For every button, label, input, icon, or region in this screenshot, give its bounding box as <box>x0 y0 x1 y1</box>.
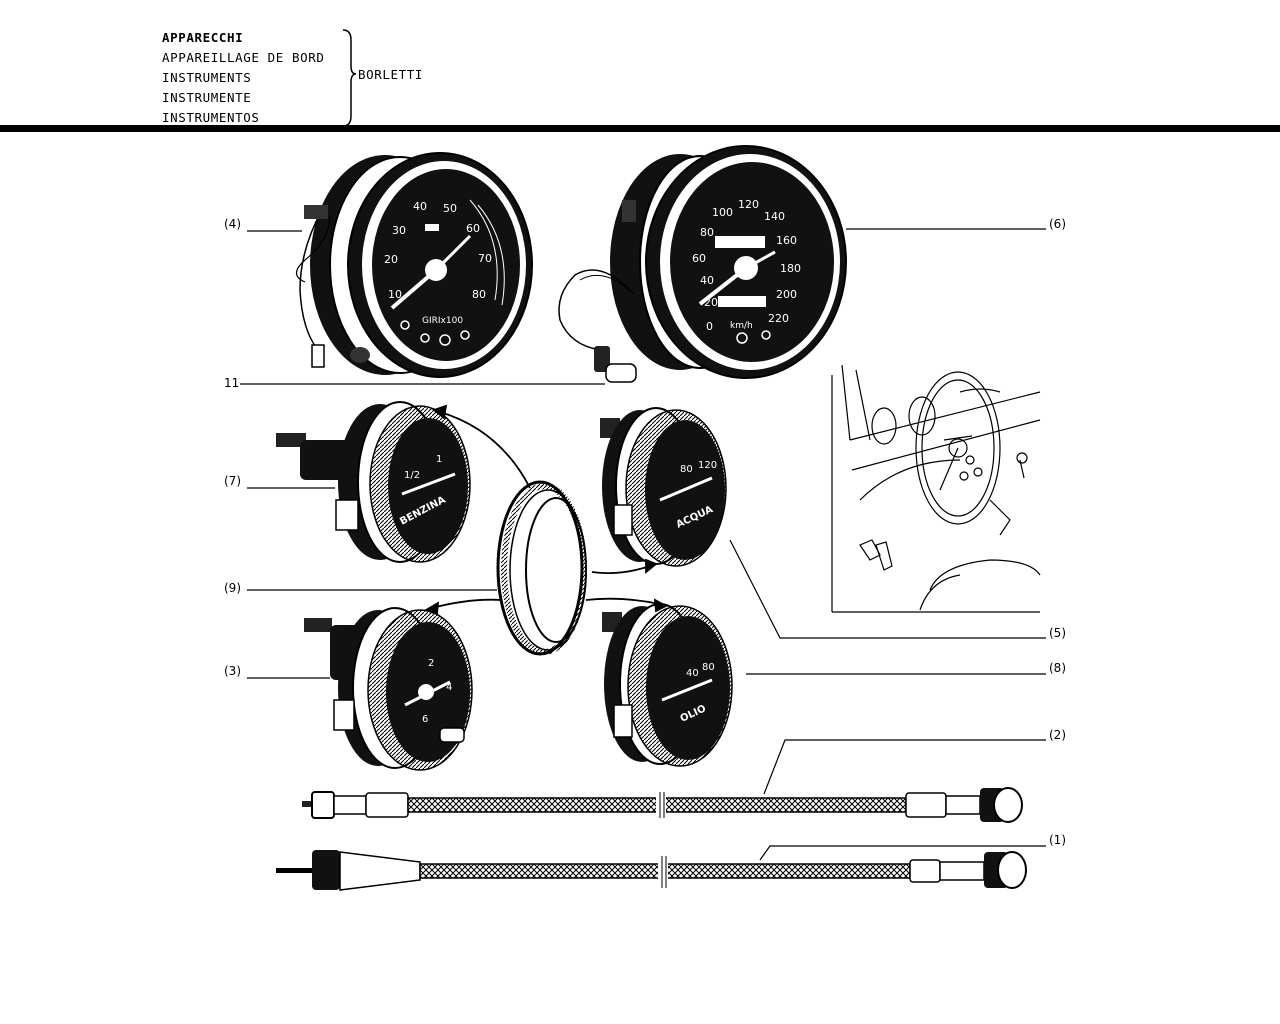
tach-unit-label: GIRIx100 <box>422 316 463 326</box>
speedo-tick-20: 20 <box>704 296 718 309</box>
tach-tick-50: 50 <box>443 202 457 215</box>
callout-leader-lines <box>240 228 1046 861</box>
tach-tick-70: 70 <box>478 252 492 265</box>
oilt-tick-80: 80 <box>702 662 715 673</box>
callout-8: (8) <box>1049 661 1066 675</box>
speedo-unit-label: km/h <box>730 321 753 331</box>
speedo-tick-200: 200 <box>776 288 797 301</box>
callout-9: (9) <box>224 581 241 595</box>
fuel-gauge: 1/2 1 BENZINA <box>276 401 471 563</box>
assembly-arrows <box>423 404 668 616</box>
callout-7: (7) <box>224 474 241 488</box>
header-brace <box>342 29 357 127</box>
oil-pressure-gauge: 2 4 6 <box>304 607 473 771</box>
oilp-tick-4: 4 <box>446 682 452 693</box>
speedo-tick-40: 40 <box>700 274 714 287</box>
tach-tick-40: 40 <box>413 200 427 213</box>
speedo-tick-100: 100 <box>712 206 733 219</box>
speedo-tick-60: 60 <box>692 252 706 265</box>
speedo-tick-120: 120 <box>738 198 759 211</box>
callout-6: (6) <box>1049 217 1066 231</box>
water-tick-120: 120 <box>698 460 717 471</box>
tach-tick-80: 80 <box>472 288 486 301</box>
oilt-tick-40: 40 <box>686 668 699 679</box>
title-fr: APPAREILLAGE DE BORD <box>162 50 325 65</box>
oilp-tick-2: 2 <box>428 658 434 669</box>
tach-tick-10: 10 <box>388 288 402 301</box>
tach-tick-30: 30 <box>392 224 406 237</box>
tach-tick-20: 20 <box>384 253 398 266</box>
oil-temp-gauge: 40 80 OLIO <box>602 603 733 767</box>
header-rule <box>0 125 1280 132</box>
header-title-block: APPARECCHI APPAREILLAGE DE BORD INSTRUME… <box>162 28 325 128</box>
callout-11: 11 <box>224 376 240 390</box>
callout-2: (2) <box>1049 728 1066 742</box>
speedo-tick-220: 220 <box>768 312 789 325</box>
oilp-tick-6: 6 <box>422 714 428 725</box>
tach-tick-60: 60 <box>466 222 480 235</box>
callout-1: (1) <box>1049 833 1066 847</box>
title-it: APPARECCHI <box>162 30 244 45</box>
fuel-tick-full: 1 <box>436 454 442 465</box>
water-temp-gauge: 80 120 ACQUA <box>600 407 727 567</box>
speedo-tick-80: 80 <box>700 226 714 239</box>
fuel-tick-half: 1/2 <box>404 470 420 481</box>
speedo-tick-160: 160 <box>776 234 797 247</box>
bezel-ring <box>496 480 587 656</box>
title-en: INSTRUMENTS <box>162 70 252 85</box>
speedo-tick-180: 180 <box>780 262 801 275</box>
speedometer-cable <box>302 787 1023 823</box>
callout-3: (3) <box>224 664 241 678</box>
water-tick-80: 80 <box>680 464 693 475</box>
callout-4: (4) <box>224 217 241 231</box>
tachometer-cable <box>276 850 1027 891</box>
speedo-tick-140: 140 <box>764 210 785 223</box>
title-es: INSTRUMENTOS <box>162 110 260 125</box>
tachometer-gauge: 10 20 30 40 50 60 70 80 GIRIx100 <box>295 152 533 378</box>
title-de: INSTRUMENTE <box>162 90 252 105</box>
brand-label: BORLETTI <box>358 67 424 82</box>
callout-5: (5) <box>1049 626 1066 640</box>
speedometer-gauge: 0 20 40 60 80 100 120 140 160 180 200 22… <box>558 145 847 383</box>
dashboard-inset <box>831 364 1041 613</box>
speedo-tick-0: 0 <box>706 320 713 333</box>
